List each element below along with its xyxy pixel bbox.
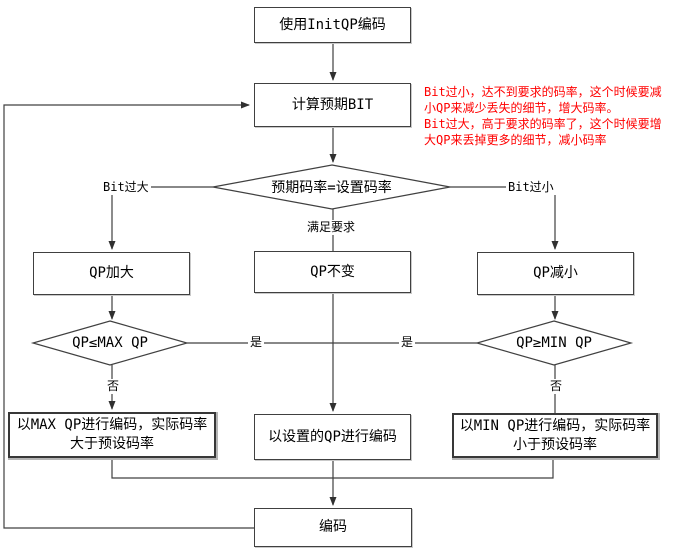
node-calc-bit: 计算预期BIT (254, 83, 411, 127)
node-encode: 编码 (254, 508, 412, 547)
node-qp-unchanged: QP不变 (254, 251, 411, 293)
node-qp-increase: QP加大 (33, 252, 190, 295)
node-init-qp: 使用InitQP编码 (254, 7, 411, 43)
diamond-rate-check (212, 164, 451, 210)
edge-feedback-loop (3, 101, 254, 529)
edge-bit-small (450, 186, 559, 250)
diamond-rate-check-label: 预期码率=设置码率 (271, 180, 392, 196)
edge-label-bit-small: Bit过小 (506, 180, 556, 195)
annotation-line-4: 大QP来丢掉更多的细节，减小码率 (424, 133, 607, 147)
annotation-red-note: Bit过小，达不到要求的码率，这个时候要减 小QP来减少丢失的细节，增大码率。 … (424, 84, 694, 148)
edge-label-no-left: 否 (105, 379, 122, 394)
node-encode-min-qp: 以MIN QP进行编码，实际码率小于预设码率 (452, 413, 658, 458)
diamond-max-check (30, 320, 190, 366)
node-qp-decrease: QP减小 (477, 252, 634, 295)
node-encode-max-qp: 以MAX QP进行编码，实际码率大于预设码率 (8, 412, 216, 458)
diamond-min-check-label: QP≥MIN QP (516, 335, 592, 351)
diamond-min-check (474, 320, 634, 366)
node-encode-set-qp: 以设置的QP进行编码 (254, 414, 411, 460)
diamond-max-check-label: QP≤MAX QP (72, 335, 148, 351)
edge-label-no-right: 否 (548, 379, 565, 394)
annotation-line-1: Bit过小，达不到要求的码率，这个时候要减 (424, 85, 662, 99)
edge-label-yes-right: 是 (399, 335, 416, 350)
edge-label-meets-requirement: 满足要求 (305, 220, 358, 235)
edge-label-yes-left: 是 (248, 335, 265, 350)
annotation-line-2: 小QP来减少丢失的细节，增大码率。 (424, 101, 619, 115)
edge-label-bit-large: Bit过大 (101, 180, 151, 195)
annotation-line-3: Bit过大，高于要求的码率了，这个时候要增 (424, 117, 662, 131)
edge-bit-large (108, 186, 213, 250)
